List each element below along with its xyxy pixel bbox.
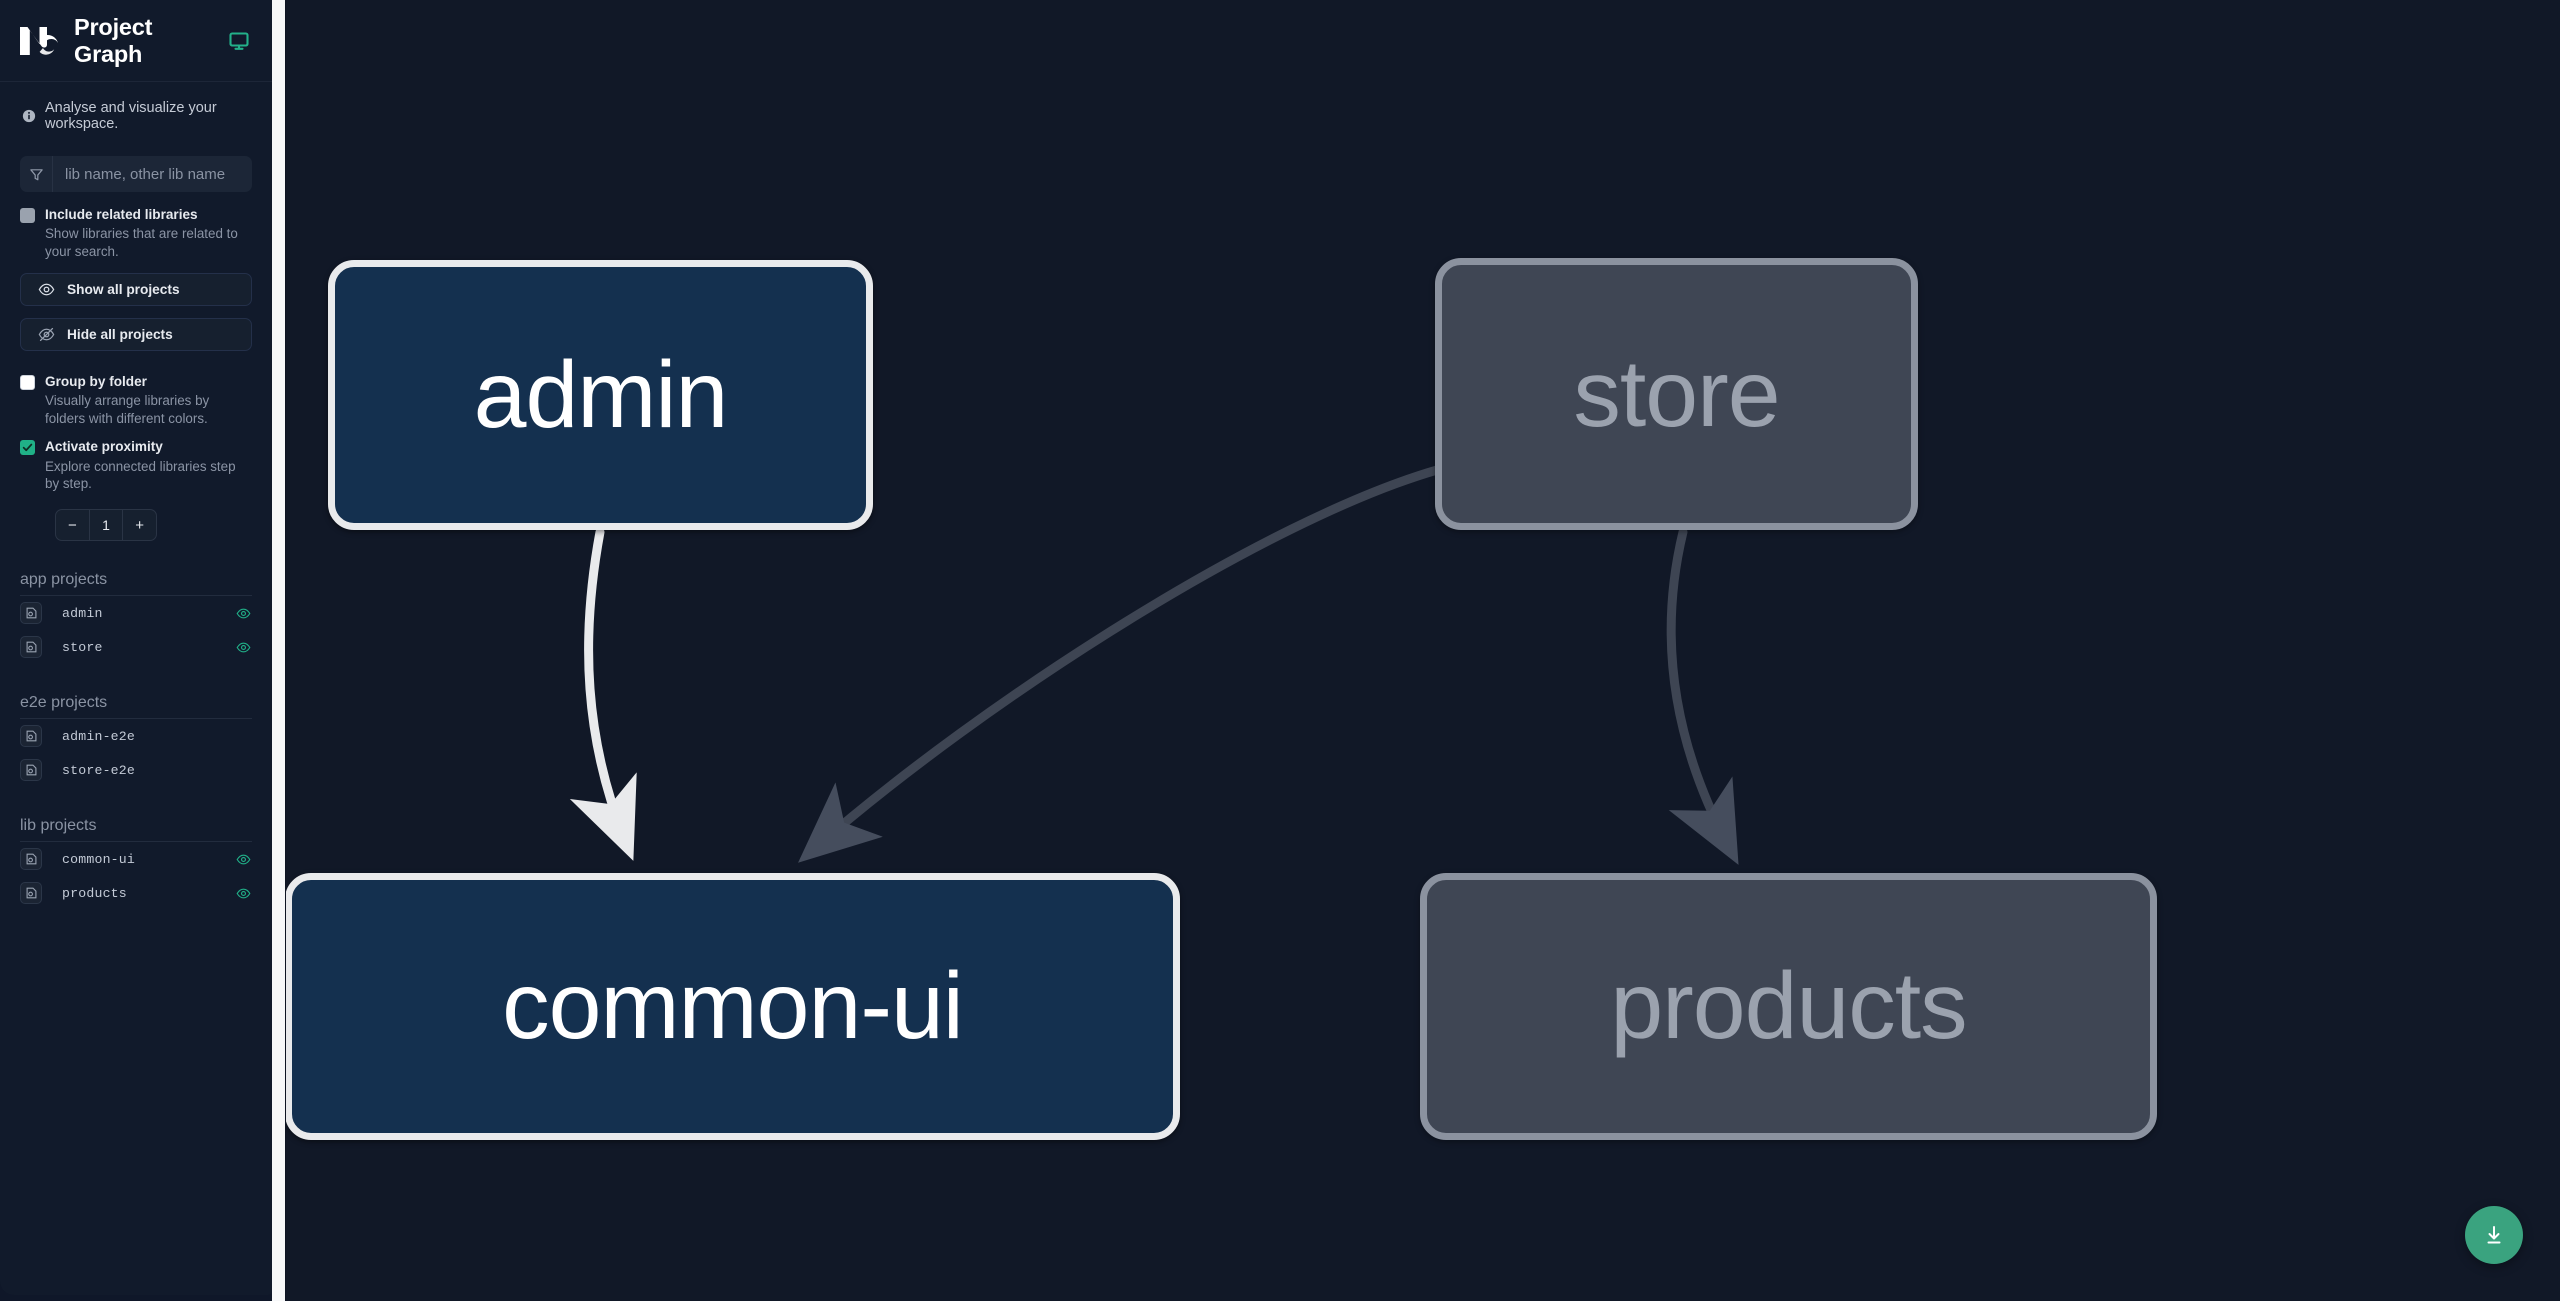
project-name: common-ui	[62, 851, 136, 867]
section-divider	[20, 595, 252, 597]
project-visibility-toggle[interactable]	[234, 640, 252, 655]
check-icon	[22, 444, 33, 452]
project-visibility-toggle[interactable]	[234, 606, 252, 621]
sidebar-project-store-e2e[interactable]: store-e2e	[20, 753, 252, 787]
hide-all-projects-button[interactable]: Hide all projects	[20, 317, 252, 351]
activate-proximity-checkbox[interactable]	[20, 440, 35, 456]
option-activate-proximity[interactable]: Activate proximity Explore connected lib…	[0, 427, 272, 493]
search-box[interactable]	[20, 156, 252, 192]
graph-canvas[interactable]: admin store common-ui products	[285, 0, 2560, 1301]
show-all-projects-button[interactable]: Show all projects	[20, 272, 252, 306]
info-icon	[22, 109, 36, 123]
eye-icon	[38, 283, 55, 296]
graph-node-label: common-ui	[502, 953, 964, 1059]
project-name: products	[62, 885, 127, 901]
proximity-decrement-button[interactable]: −	[67, 516, 77, 534]
project-visibility-toggle[interactable]	[234, 886, 252, 901]
download-button[interactable]	[2465, 1206, 2523, 1264]
project-icon	[20, 602, 42, 625]
group-by-folder-checkbox[interactable]	[20, 374, 35, 390]
show-all-projects-label: Show all projects	[67, 281, 180, 297]
sidebar-project-store[interactable]: store	[20, 630, 252, 664]
sidebar-tagline: Analyse and visualize your workspace.	[0, 82, 272, 138]
sidebar-header: Project Graph	[0, 0, 272, 82]
option-title: Include related libraries	[45, 207, 198, 222]
section-title: app projects	[20, 571, 108, 589]
nx-logo-icon	[20, 26, 58, 55]
eye-icon	[236, 888, 250, 899]
option-description: Visually arrange libraries by folders wi…	[45, 393, 210, 426]
monitor-icon[interactable]	[228, 30, 250, 52]
option-title: Group by folder	[45, 373, 147, 389]
page-title: Project Graph	[74, 13, 153, 67]
option-description: Explore connected libraries step by step…	[45, 458, 236, 492]
graph-edges-layer	[569, 465, 1739, 865]
graph-node-products[interactable]: products	[1420, 873, 2157, 1140]
project-icon	[20, 725, 42, 748]
sidebar-scrollbar[interactable]	[272, 0, 285, 1301]
project-icon	[20, 882, 42, 905]
graph-node-label: products	[1610, 953, 1967, 1059]
section-title: lib projects	[20, 817, 97, 835]
section-divider	[20, 841, 252, 843]
search-input[interactable]	[53, 165, 252, 183]
option-description: Show libraries that are related to your …	[45, 226, 238, 260]
proximity-stepper[interactable]: − 1 +	[55, 509, 157, 542]
project-name: store	[62, 639, 103, 655]
graph-node-store[interactable]: store	[1435, 258, 1918, 530]
eye-icon	[236, 642, 250, 653]
proximity-value: 1	[88, 510, 124, 541]
sidebar-project-admin[interactable]: admin	[20, 596, 252, 630]
eye-icon	[236, 854, 250, 865]
project-name: store-e2e	[62, 762, 136, 778]
project-icon	[20, 848, 42, 871]
edge-store-common-ui	[798, 465, 1442, 863]
project-name: admin	[62, 605, 103, 621]
section-title: e2e projects	[20, 694, 108, 712]
option-include-related-libraries[interactable]: Include related libraries Show libraries…	[0, 192, 272, 261]
section-e2e-projects: e2e projects admin-e2e	[20, 664, 252, 787]
project-icon	[20, 759, 42, 782]
proximity-increment-button[interactable]: +	[135, 516, 145, 534]
sidebar-tagline-text: Analyse and visualize your workspace.	[45, 100, 217, 132]
eye-icon	[236, 608, 250, 619]
sidebar-project-common-ui[interactable]: common-ui	[20, 842, 252, 876]
eye-off-icon	[38, 327, 55, 341]
graph-node-admin[interactable]: admin	[328, 260, 873, 530]
hide-all-projects-label: Hide all projects	[67, 326, 173, 342]
graph-node-label: store	[1573, 340, 1780, 447]
project-icon	[20, 636, 42, 659]
project-visibility-toggle[interactable]	[234, 852, 252, 867]
option-title: Activate proximity	[45, 439, 163, 455]
section-divider	[20, 718, 252, 720]
sidebar-project-products[interactable]: products	[20, 876, 252, 910]
edge-admin-common-ui	[569, 527, 637, 861]
section-app-projects: app projects admin	[20, 541, 252, 664]
sidebar-divider	[285, 0, 286, 1301]
sidebar-project-admin-e2e[interactable]: admin-e2e	[20, 719, 252, 753]
filter-icon	[20, 156, 53, 192]
edge-store-products	[1666, 527, 1739, 865]
sidebar: Project Graph Analyse and visualize your…	[0, 0, 272, 1295]
project-name: admin-e2e	[62, 728, 136, 744]
option-group-by-folder[interactable]: Group by folder Visually arrange librari…	[0, 351, 272, 428]
graph-node-common-ui[interactable]: common-ui	[285, 873, 1180, 1140]
download-icon	[2487, 1226, 2501, 1244]
graph-node-label: admin	[473, 341, 729, 448]
section-lib-projects: lib projects common-ui	[20, 787, 252, 910]
include-related-libraries-checkbox[interactable]	[20, 208, 35, 223]
